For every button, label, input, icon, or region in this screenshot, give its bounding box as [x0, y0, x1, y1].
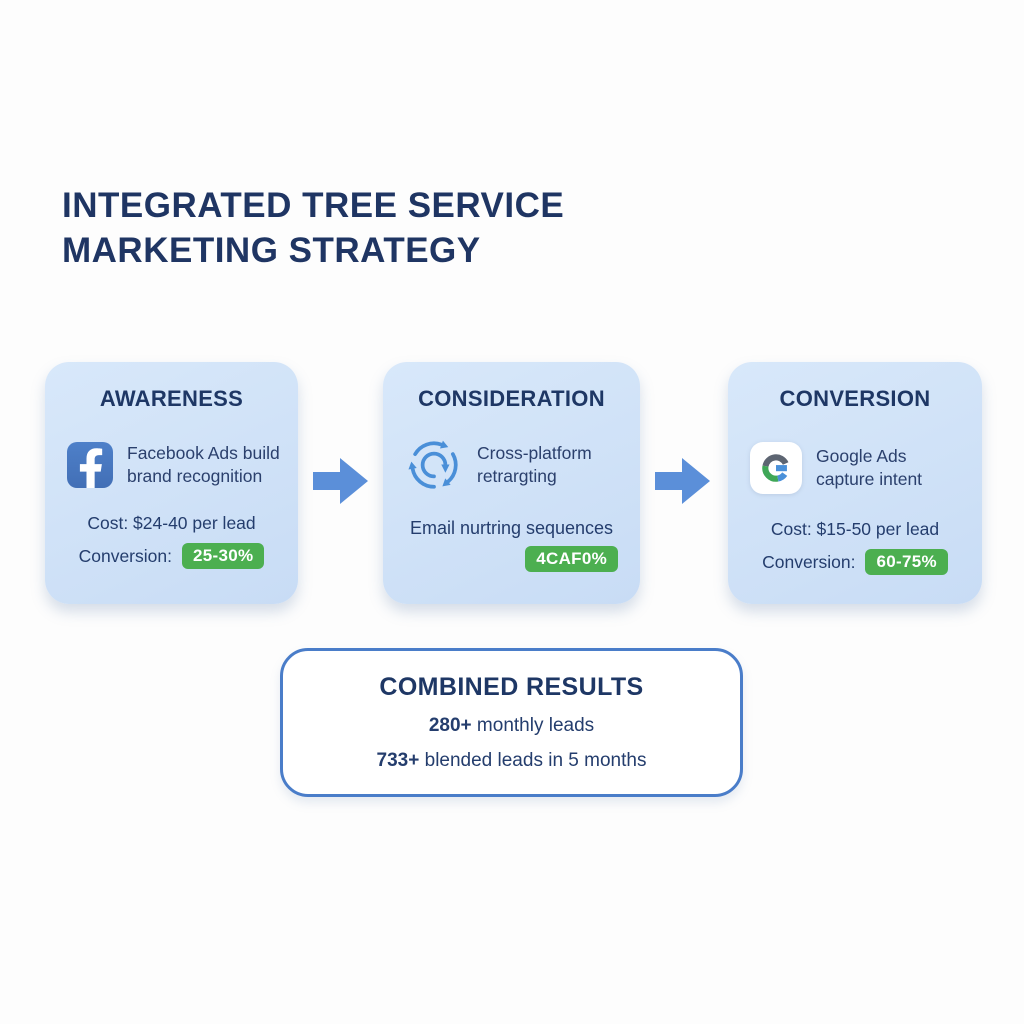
awareness-description: Facebook Ads build brand recognition — [127, 442, 280, 488]
page-title: INTEGRATED TREE SERVICE MARKETING STRATE… — [62, 183, 564, 273]
awareness-heading: AWARENESS — [99, 386, 244, 411]
conversion-heading: CONVERSION — [779, 386, 931, 411]
blended-leads-label: blended leads in 5 months — [419, 750, 647, 771]
page-title-line2: MARKETING STRATEGY — [62, 231, 481, 270]
conversion-description: Google Ads capture intent — [816, 445, 922, 491]
conversion-conversion-badge: 60-75% — [865, 549, 948, 575]
blended-leads-stat: 733+ blended leads in 5 months — [377, 750, 647, 772]
blended-leads-value: 733+ — [376, 750, 420, 771]
consideration-heading: CONSIDERATION — [418, 386, 605, 411]
consideration-secondary: Email nurtring sequences — [409, 518, 614, 538]
combined-results-box: COMBINED RESULTS 280+ monthly leads 733+… — [280, 648, 743, 797]
flow-arrow-icon — [313, 458, 368, 504]
awareness-icon-row: Facebook Ads build brand recognition — [67, 442, 282, 488]
monthly-leads-label: monthly leads — [471, 715, 595, 736]
awareness-conversion-label: Conversion: — [78, 545, 172, 566]
consideration-desc-line1: Cross-platform — [477, 443, 592, 463]
stage-card-conversion: CONVERSION Google Ads capture intent Cos… — [728, 362, 982, 604]
awareness-conversion-row: Conversion: 25-30% — [61, 543, 282, 569]
monthly-leads-value: 280+ — [428, 715, 472, 736]
conversion-cost: Cost: $15-50 per lead — [770, 519, 940, 539]
conversion-conversion-label: Conversion: — [762, 551, 856, 572]
stage-card-consideration: CONSIDERATION Cross-platform retra — [383, 362, 640, 604]
consideration-desc-line2: retrargting — [477, 466, 557, 486]
consideration-description: Cross-platform retrargting — [477, 442, 592, 488]
conversion-desc-line1: Google Ads — [816, 446, 907, 466]
conversion-icon-row: Google Ads capture intent — [750, 442, 966, 494]
monthly-leads-stat: 280+ monthly leads — [429, 715, 594, 737]
stage-card-awareness: AWARENESS Facebook Ads build brand recog… — [45, 362, 298, 604]
consideration-badge-row: 4CAF0% — [399, 546, 624, 572]
combined-results-heading: COMBINED RESULTS — [379, 673, 644, 701]
awareness-conversion-badge: 25-30% — [181, 543, 265, 569]
conversion-desc-line2: capture intent — [816, 469, 923, 489]
facebook-icon — [67, 442, 113, 488]
consideration-icon-row: Cross-platform retrargting — [405, 436, 624, 494]
conversion-conversion-row: Conversion: 60-75% — [744, 549, 966, 575]
flow-arrow-icon — [655, 458, 710, 504]
page-title-line1: INTEGRATED TREE SERVICE — [62, 186, 565, 225]
retargeting-cycle-icon — [408, 440, 458, 489]
awareness-desc-line2: brand recognition — [127, 466, 263, 486]
awareness-cost: Cost: $24-40 per lead — [87, 513, 256, 533]
google-icon — [750, 442, 802, 494]
consideration-badge: 4CAF0% — [525, 546, 618, 572]
awareness-desc-line1: Facebook Ads build — [127, 443, 280, 463]
